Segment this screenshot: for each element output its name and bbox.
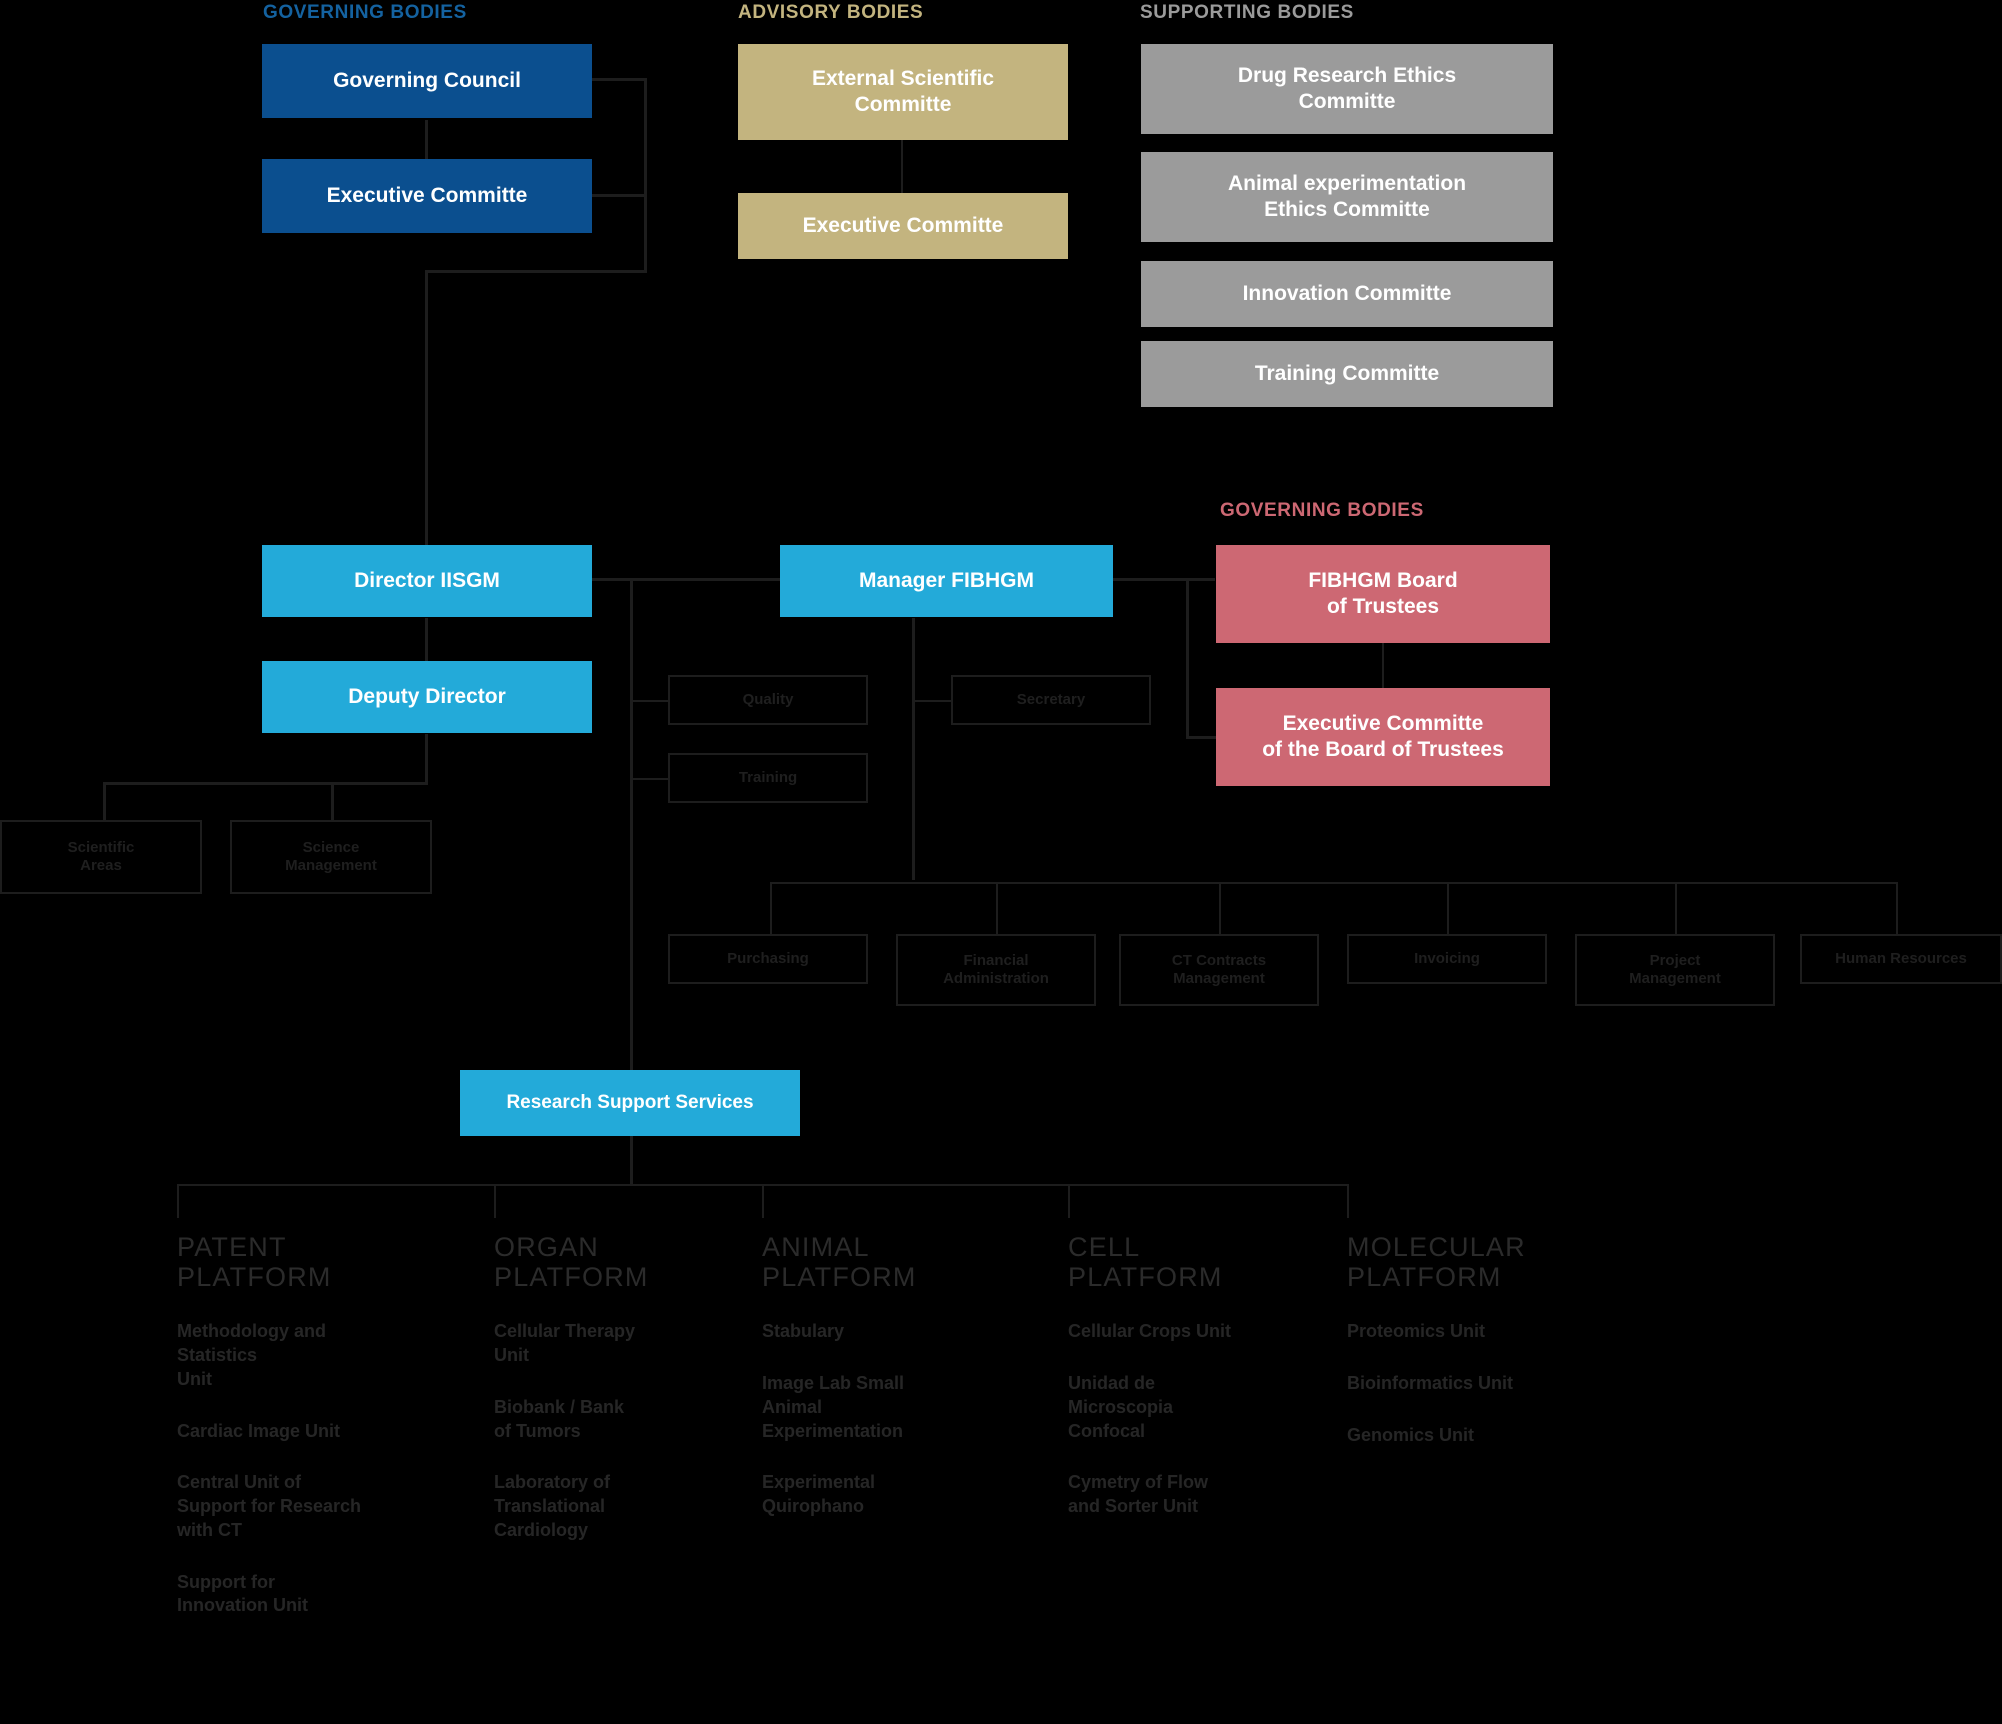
- platform-unit: Biobank / Bank of Tumors: [494, 1396, 625, 1441]
- connector-board-to-exec-vertical: [1382, 642, 1384, 688]
- connector-platform-drop-3: [762, 1184, 764, 1218]
- connector-governing-vertical: [644, 78, 647, 273]
- node-ct-contracts-management[interactable]: CT Contracts Management: [1119, 934, 1319, 1006]
- connector-governing-to-director-vertical: [425, 270, 428, 550]
- node-deputy-director[interactable]: Deputy Director: [262, 661, 592, 733]
- section-label-advisory-bodies: ADVISORY BODIES: [738, 2, 924, 23]
- node-scientific-areas[interactable]: Scientific Areas: [0, 820, 202, 894]
- node-research-support-services[interactable]: Research Support Services: [460, 1070, 800, 1136]
- connector-advisory-vertical: [901, 140, 903, 193]
- connector-deputy-horizontal: [103, 782, 428, 785]
- platform-unit: Genomics Unit: [1347, 1424, 1475, 1445]
- node-innovation-committe[interactable]: Innovation Committe: [1141, 261, 1553, 327]
- platform-column-animal: ANIMAL PLATFORM Stabulary Image Lab Smal…: [762, 1232, 1062, 1519]
- node-quality[interactable]: Quality: [668, 675, 868, 725]
- platform-unit: Unidad de Microscopia Confocal: [1068, 1373, 1174, 1441]
- connector-deputy-down: [425, 734, 428, 784]
- connector-platform-drop-4: [1068, 1184, 1070, 1218]
- connector-manager-to-board: [1113, 578, 1215, 581]
- node-governing-council[interactable]: Governing Council: [262, 44, 592, 118]
- connector-admin-drop-2: [996, 882, 998, 944]
- platform-title-animal: ANIMAL PLATFORM: [762, 1232, 917, 1293]
- connector-admin-drop-5: [1675, 882, 1677, 944]
- platform-unit: Cellular Crops Unit: [1068, 1321, 1232, 1342]
- platform-unit: Laboratory of Translational Cardiology: [494, 1472, 611, 1540]
- connector-science-management-drop: [331, 782, 334, 820]
- node-training-committe[interactable]: Training Committe: [1141, 341, 1553, 407]
- section-label-governing-bodies-fibhgm: GOVERNING BODIES: [1220, 500, 1424, 521]
- platform-unit: Central Unit of Support for Research wit…: [177, 1472, 362, 1540]
- platform-title-patent: PATENT PLATFORM: [177, 1232, 332, 1293]
- platform-unit: Cellular Therapy Unit: [494, 1321, 636, 1366]
- connector-admin-drop-3: [1219, 882, 1221, 944]
- section-label-governing-bodies: GOVERNING BODIES: [263, 2, 467, 23]
- connector-manager-to-secretary: [912, 700, 952, 702]
- node-purchasing[interactable]: Purchasing: [668, 934, 868, 984]
- node-invoicing[interactable]: Invoicing: [1347, 934, 1547, 984]
- connector-director-spine: [630, 578, 633, 1100]
- platform-column-patent: PATENT PLATFORM Methodology and Statisti…: [177, 1232, 477, 1618]
- connector-director-to-deputy: [425, 618, 428, 666]
- platform-unit: Cardiac Image Unit: [177, 1420, 341, 1441]
- node-executive-committe-of-board[interactable]: Executive Committe of the Board of Trust…: [1216, 688, 1550, 786]
- node-director-iisgm[interactable]: Director IISGM: [262, 545, 592, 617]
- platform-unit: Image Lab Small Animal Experimentation: [762, 1373, 905, 1441]
- node-training[interactable]: Training: [668, 753, 868, 803]
- connector-platform-drop-2: [494, 1184, 496, 1218]
- node-external-scientific-committe[interactable]: External Scientific Committe: [738, 44, 1068, 140]
- node-animal-experimentation-ethics-committe[interactable]: Animal experimentation Ethics Committe: [1141, 152, 1553, 242]
- platform-column-organ: ORGAN PLATFORM Cellular Therapy Unit Bio…: [494, 1232, 774, 1543]
- platform-title-cell: CELL PLATFORM: [1068, 1232, 1223, 1293]
- platform-unit: Cymetry of Flow and Sorter Unit: [1068, 1472, 1209, 1517]
- node-drug-research-ethics-committe[interactable]: Drug Research Ethics Committe: [1141, 44, 1553, 134]
- connector-admin-drop-1: [770, 882, 772, 944]
- connector-council-to-executive: [425, 120, 428, 160]
- platform-unit: Stabulary: [762, 1321, 845, 1342]
- section-label-supporting-bodies: SUPPORTING BODIES: [1140, 2, 1354, 23]
- connector-board-vertical-left: [1186, 578, 1189, 738]
- node-manager-fibhgm[interactable]: Manager FIBHGM: [780, 545, 1113, 617]
- connector-executive-right: [592, 194, 647, 197]
- platform-column-molecular: MOLECULAR PLATFORM Proteomics Unit Bioin…: [1347, 1232, 1647, 1448]
- connector-admin-drop-4: [1447, 882, 1449, 944]
- node-science-management[interactable]: Science Management: [230, 820, 432, 894]
- connector-platform-drop-5: [1347, 1184, 1349, 1218]
- platform-unit: Bioinformatics Unit: [1347, 1373, 1514, 1394]
- platform-title-organ: ORGAN PLATFORM: [494, 1232, 649, 1293]
- platform-title-molecular: MOLECULAR PLATFORM: [1347, 1232, 1526, 1293]
- node-secretary[interactable]: Secretary: [951, 675, 1151, 725]
- platform-unit: Proteomics Unit: [1347, 1321, 1486, 1342]
- node-project-management[interactable]: Project Management: [1575, 934, 1775, 1006]
- connector-board-to-executive: [1186, 736, 1218, 739]
- connector-director-to-manager: [592, 578, 780, 581]
- platform-unit: Support for Innovation Unit: [177, 1571, 308, 1616]
- platform-unit: Methodology and Statistics Unit: [177, 1321, 326, 1389]
- connector-spine-to-quality: [630, 700, 670, 702]
- node-fibhgm-board-of-trustees[interactable]: FIBHGM Board of Trustees: [1216, 545, 1550, 643]
- connector-council-right: [592, 78, 647, 81]
- connector-governing-to-director-horizontal: [425, 270, 647, 273]
- connector-platform-drop-1: [177, 1184, 179, 1218]
- connector-manager-spine: [912, 618, 915, 880]
- connector-spine-to-training: [630, 778, 670, 780]
- connector-scientific-areas-drop: [103, 782, 106, 820]
- node-financial-administration[interactable]: Financial Administration: [896, 934, 1096, 1006]
- connector-admin-bus: [770, 882, 1898, 884]
- node-governing-executive-committe[interactable]: Executive Committe: [262, 159, 592, 233]
- platform-unit: Experimental Quirophano: [762, 1472, 876, 1517]
- connector-admin-drop-6: [1896, 882, 1898, 944]
- node-human-resources[interactable]: Human Resources: [1800, 934, 2002, 984]
- platform-column-cell: CELL PLATFORM Cellular Crops Unit Unidad…: [1068, 1232, 1348, 1519]
- node-advisory-executive-committe[interactable]: Executive Committe: [738, 193, 1068, 259]
- connector-rss-down: [630, 1136, 633, 1186]
